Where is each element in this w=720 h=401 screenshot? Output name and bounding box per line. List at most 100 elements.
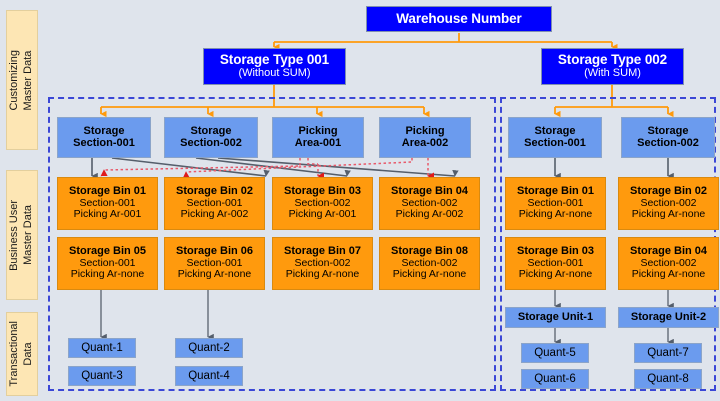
storage-bin-02-left-node[interactable]: Storage Bin 02 Section-001 Picking Ar-00… — [164, 177, 265, 230]
bin-section: Section-002 — [640, 257, 697, 270]
bin-section: Section-001 — [186, 257, 243, 270]
warehouse-number-label: Warehouse Number — [396, 10, 522, 26]
bin-name: Storage Bin 06 — [175, 245, 254, 258]
storage-unit-label: Storage Unit-1 — [517, 310, 594, 323]
bin-name: Storage Bin 03 — [283, 185, 362, 198]
left-panel-border — [48, 97, 496, 391]
bin-picking: Picking Ar-none — [631, 268, 706, 281]
storage-bin-08-left-node[interactable]: Storage Bin 08 Section-002 Picking Ar-no… — [379, 237, 480, 290]
bin-section: Section-001 — [527, 197, 584, 210]
quant-label: Quant-3 — [81, 369, 123, 382]
bin-picking: Picking Ar-none — [518, 208, 593, 221]
bin-picking: Picking Ar-001 — [73, 208, 142, 221]
storage-type-002-node[interactable]: Storage Type 002 (With SUM) — [541, 48, 684, 85]
storage-bin-07-left-node[interactable]: Storage Bin 07 Section-002 Picking Ar-no… — [272, 237, 373, 290]
quant-2-node[interactable]: Quant-2 — [175, 338, 243, 358]
quant-label: Quant-2 — [188, 341, 230, 354]
lane-customizing: Customizing Master Data — [6, 10, 38, 150]
node-line-1: Storage — [647, 124, 689, 137]
bin-section: Section-002 — [640, 197, 697, 210]
quant-label: Quant-5 — [534, 346, 576, 359]
quant-7-node[interactable]: Quant-7 — [634, 343, 702, 363]
bin-picking: Picking Ar-002 — [395, 208, 464, 221]
storage-bin-03-right-node[interactable]: Storage Bin 03 Section-001 Picking Ar-no… — [505, 237, 606, 290]
quant-label: Quant-4 — [188, 369, 230, 382]
bin-section: Section-002 — [294, 197, 351, 210]
storage-type-001-node[interactable]: Storage Type 001 (Without SUM) — [203, 48, 346, 85]
storage-bin-04-right-node[interactable]: Storage Bin 04 Section-002 Picking Ar-no… — [618, 237, 719, 290]
bin-picking: Picking Ar-none — [392, 268, 467, 281]
lane-label: Transactional Data — [8, 321, 34, 387]
node-line-2: Area-001 — [294, 136, 342, 149]
node-line-1: Storage — [190, 124, 232, 137]
bin-name: Storage Bin 08 — [390, 245, 469, 258]
bin-section: Section-001 — [527, 257, 584, 270]
quant-label: Quant-6 — [534, 372, 576, 385]
storage-unit-1-node[interactable]: Storage Unit-1 — [505, 307, 606, 328]
node-line-1: Picking — [298, 124, 338, 137]
node-line-2: Section-001 — [73, 136, 135, 149]
storage-bin-03-left-node[interactable]: Storage Bin 03 Section-002 Picking Ar-00… — [272, 177, 373, 230]
storage-bin-04-left-node[interactable]: Storage Bin 04 Section-002 Picking Ar-00… — [379, 177, 480, 230]
bin-picking: Picking Ar-none — [177, 268, 252, 281]
storage-section-002-left-node[interactable]: Storage Section-002 — [164, 117, 258, 158]
quant-5-node[interactable]: Quant-5 — [521, 343, 589, 363]
quant-3-node[interactable]: Quant-3 — [68, 366, 136, 386]
node-line-1: Storage — [83, 124, 125, 137]
node-line-2: Area-002 — [401, 136, 449, 149]
lane-label: Customizing Master Data — [8, 49, 34, 111]
storage-type-name: Storage Type 001 — [219, 52, 330, 68]
node-line-2: Section-002 — [637, 136, 699, 149]
quant-1-node[interactable]: Quant-1 — [68, 338, 136, 358]
storage-bin-01-left-node[interactable]: Storage Bin 01 Section-001 Picking Ar-00… — [57, 177, 158, 230]
bin-section: Section-001 — [79, 197, 136, 210]
bin-name: Storage Bin 07 — [283, 245, 362, 258]
quant-8-node[interactable]: Quant-8 — [634, 369, 702, 389]
node-line-2: Section-002 — [180, 136, 242, 149]
quant-label: Quant-1 — [81, 341, 123, 354]
storage-bin-02-right-node[interactable]: Storage Bin 02 Section-002 Picking Ar-no… — [618, 177, 719, 230]
storage-section-002-right-node[interactable]: Storage Section-002 — [621, 117, 715, 158]
bin-section: Section-001 — [79, 257, 136, 270]
storage-section-001-left-node[interactable]: Storage Section-001 — [57, 117, 151, 158]
bin-picking: Picking Ar-none — [518, 268, 593, 281]
bin-name: Storage Bin 01 — [68, 185, 147, 198]
storage-section-001-right-node[interactable]: Storage Section-001 — [508, 117, 602, 158]
bin-picking: Picking Ar-002 — [180, 208, 249, 221]
quant-label: Quant-7 — [647, 346, 689, 359]
picking-area-001-node[interactable]: Picking Area-001 — [272, 117, 364, 158]
bin-name: Storage Bin 03 — [516, 245, 595, 258]
bin-picking: Picking Ar-001 — [288, 208, 357, 221]
node-line-2: Section-001 — [524, 136, 586, 149]
node-line-1: Storage — [534, 124, 576, 137]
bin-name: Storage Bin 04 — [390, 185, 469, 198]
node-line-1: Picking — [405, 124, 445, 137]
lane-business-user: Business User Master Data — [6, 170, 38, 300]
storage-bin-01-right-node[interactable]: Storage Bin 01 Section-001 Picking Ar-no… — [505, 177, 606, 230]
bin-section: Section-002 — [401, 257, 458, 270]
quant-6-node[interactable]: Quant-6 — [521, 369, 589, 389]
bin-picking: Picking Ar-none — [631, 208, 706, 221]
warehouse-number-node[interactable]: Warehouse Number — [366, 6, 552, 32]
bin-name: Storage Bin 04 — [629, 245, 708, 258]
bin-section: Section-002 — [294, 257, 351, 270]
lane-transactional: Transactional Data — [6, 312, 38, 396]
picking-area-002-node[interactable]: Picking Area-002 — [379, 117, 471, 158]
bin-name: Storage Bin 02 — [629, 185, 708, 198]
bin-name: Storage Bin 01 — [516, 185, 595, 198]
bin-name: Storage Bin 05 — [68, 245, 147, 258]
bin-section: Section-002 — [401, 197, 458, 210]
storage-bin-06-left-node[interactable]: Storage Bin 06 Section-001 Picking Ar-no… — [164, 237, 265, 290]
storage-unit-label: Storage Unit-2 — [630, 310, 707, 323]
storage-type-sum: (Without SUM) — [238, 66, 311, 79]
bin-picking: Picking Ar-none — [285, 268, 360, 281]
quant-4-node[interactable]: Quant-4 — [175, 366, 243, 386]
storage-unit-2-node[interactable]: Storage Unit-2 — [618, 307, 719, 328]
quant-label: Quant-8 — [647, 372, 689, 385]
bin-section: Section-001 — [186, 197, 243, 210]
lane-label: Business User Master Data — [8, 199, 34, 271]
storage-bin-05-left-node[interactable]: Storage Bin 05 Section-001 Picking Ar-no… — [57, 237, 158, 290]
bin-name: Storage Bin 02 — [175, 185, 254, 198]
bin-picking: Picking Ar-none — [70, 268, 145, 281]
